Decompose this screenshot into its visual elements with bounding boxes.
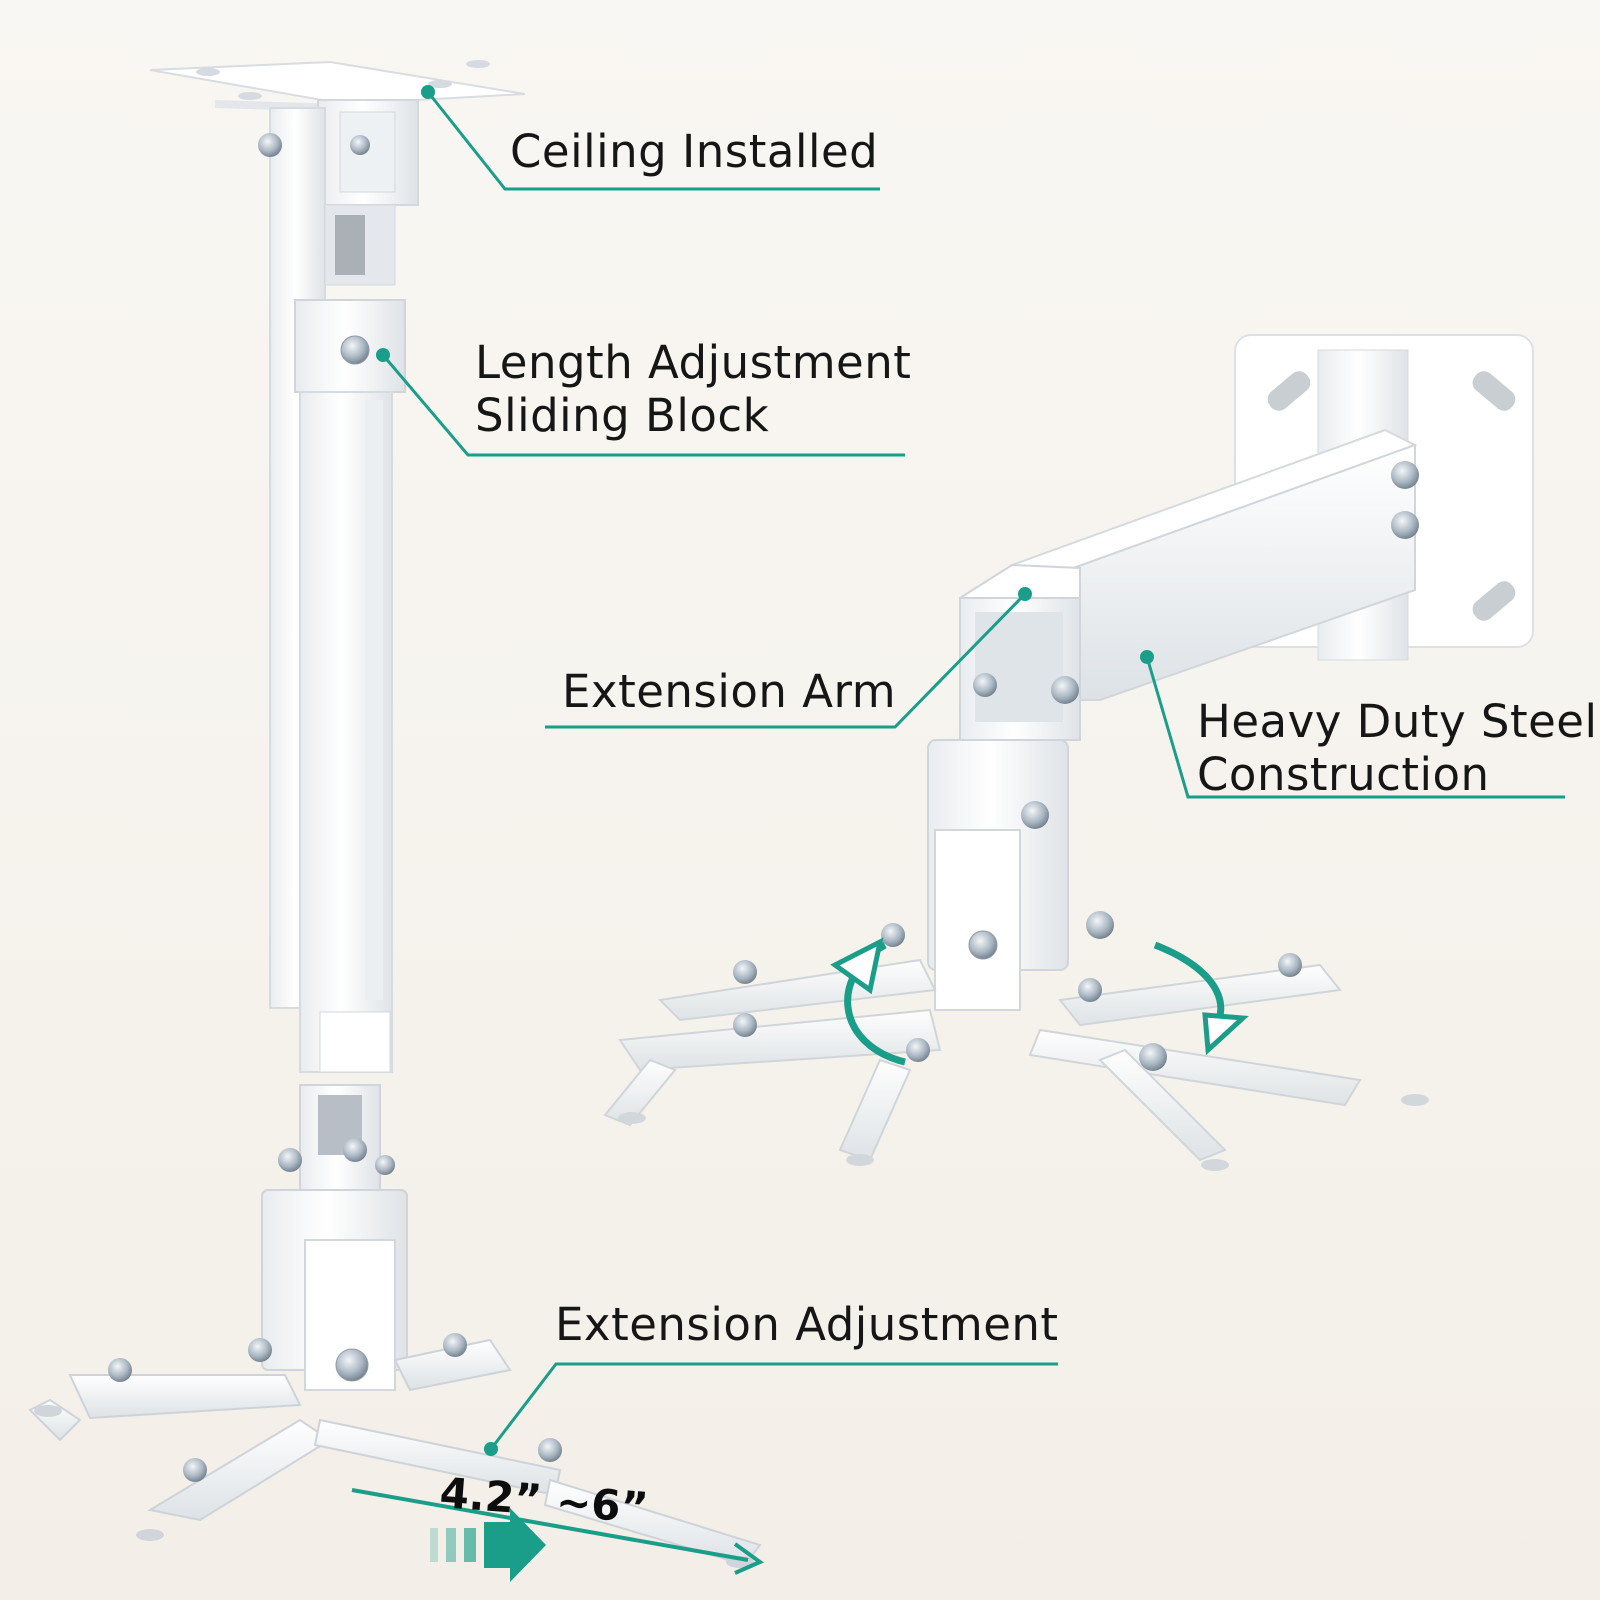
bolt-icon	[538, 1438, 562, 1462]
wall-mount	[603, 334, 1534, 1171]
wall-slot	[1472, 581, 1516, 621]
dimension-arrowhead-icon	[733, 1542, 765, 1575]
plate-hole	[196, 68, 220, 76]
slide-arrow-icon	[430, 1508, 546, 1582]
callout-dot	[376, 348, 390, 362]
bolt-icon	[278, 1148, 302, 1172]
wall-slot	[1267, 371, 1311, 411]
foot-hole	[1201, 1159, 1229, 1171]
leader-ceiling	[426, 91, 880, 191]
callout-dot	[1140, 650, 1154, 664]
bolt-icon	[906, 1038, 930, 1062]
tube-window-shadow	[335, 215, 365, 275]
foot-hole	[1401, 1094, 1429, 1106]
bolts	[108, 133, 1419, 1482]
callout-extension-arm-text: Extension Arm	[562, 665, 897, 718]
bolt-icon	[108, 1358, 132, 1382]
bolt-icon	[350, 135, 370, 155]
callout-extension-arm: Extension Arm	[562, 665, 896, 718]
plate-hole	[466, 60, 490, 68]
leader-steel	[1145, 656, 1565, 799]
dimension-line	[351, 1488, 749, 1562]
wall-slot	[1472, 371, 1516, 411]
callout-dot	[421, 85, 435, 99]
leader-length	[381, 354, 905, 457]
callout-length-line2: Sliding Block	[475, 389, 770, 442]
bolt-icon	[340, 335, 370, 365]
rotate-arrowhead-icon	[830, 937, 884, 995]
bolt-icon	[443, 1333, 467, 1357]
spider-arms	[28, 1338, 762, 1567]
bolt-icon	[1391, 461, 1419, 489]
callout-dots	[376, 85, 1154, 1456]
bolt-icon	[1051, 676, 1079, 704]
callout-extension-adjustment-text: Extension Adjustment	[555, 1298, 1059, 1351]
bolt-icon	[1078, 978, 1102, 1002]
callout-steel-line1: Heavy Duty Steel	[1197, 695, 1598, 748]
callout-steel-line2: Construction	[1197, 748, 1490, 801]
bolt-icon	[258, 133, 282, 157]
plate-hole	[238, 92, 262, 100]
bolt-icon	[183, 1458, 207, 1482]
bolt-icon	[343, 1138, 367, 1162]
bolt-icon	[968, 930, 998, 960]
bolt-icon	[973, 673, 997, 697]
callout-dot	[1018, 587, 1032, 601]
plate-hole	[428, 80, 452, 88]
bolt-icon	[1139, 1043, 1167, 1071]
rotate-arrowhead-icon	[1202, 1012, 1249, 1056]
tube-end-cap	[319, 1011, 391, 1073]
wall-tilt-plate	[934, 829, 1021, 1011]
bolt-icon	[881, 923, 905, 947]
bolt-icon	[248, 1338, 272, 1362]
bolt-icon	[1021, 801, 1049, 829]
leader-extension-arm	[545, 592, 1027, 729]
bolt-icon	[375, 1155, 395, 1175]
bolt-icon	[1086, 911, 1114, 939]
foot-hole	[136, 1529, 164, 1541]
callout-length-adjustment: Length Adjustment Sliding Block	[475, 336, 911, 442]
callout-dot	[484, 1442, 498, 1456]
foot-hole	[846, 1154, 874, 1166]
leader-extension-adjustment	[489, 1362, 1058, 1450]
bolt-icon	[1391, 511, 1419, 539]
upper-bracket-slot	[339, 111, 396, 193]
callout-ceiling-installed: Ceiling Installed	[510, 125, 878, 178]
foot-hole	[618, 1112, 646, 1124]
callout-heavy-duty-steel: Heavy Duty Steel Construction	[1197, 695, 1598, 801]
bolt-icon	[1278, 953, 1302, 977]
bolt-icon	[733, 960, 757, 984]
ceiling-mount	[28, 60, 762, 1568]
callout-extension-adjustment: Extension Adjustment	[555, 1298, 1059, 1351]
foot-hole	[34, 1405, 62, 1417]
bolt-icon	[733, 1013, 757, 1037]
callout-ceiling-text: Ceiling Installed	[510, 125, 879, 178]
bolt-icon	[335, 1348, 369, 1382]
callout-length-line1: Length Adjustment	[475, 336, 912, 389]
inner-arm-hollow	[975, 612, 1063, 722]
callout-leaders	[381, 91, 1565, 1450]
inner-tube-rail	[365, 400, 383, 1000]
